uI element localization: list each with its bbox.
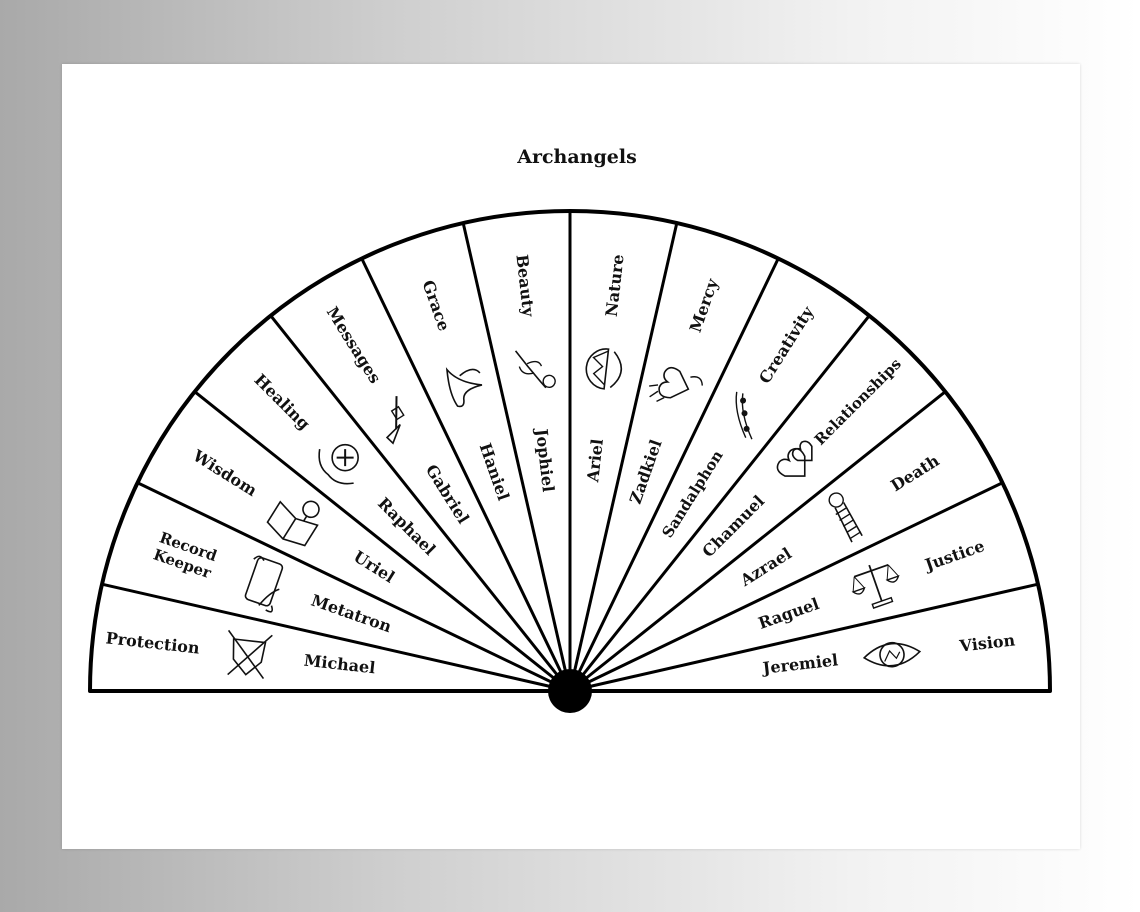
archangels-pendulum-chart: Archangels ProtectionMichaelRecordKeeper… bbox=[88, 146, 1052, 713]
segment-divider bbox=[568, 314, 871, 692]
segment-divider bbox=[568, 222, 679, 692]
dove-icon bbox=[445, 367, 483, 408]
segment-divider bbox=[568, 257, 780, 692]
pendulum-center-dot bbox=[548, 669, 592, 713]
segment-divider bbox=[269, 314, 572, 692]
scroll-quill-icon bbox=[244, 555, 284, 613]
book-lightbulb-icon bbox=[266, 500, 320, 547]
two-hearts-icon bbox=[776, 440, 813, 477]
landscape-icon bbox=[585, 348, 623, 390]
ladder-icon bbox=[828, 492, 863, 543]
segment-divider bbox=[193, 390, 571, 693]
segment-divider bbox=[136, 481, 571, 693]
segment-divider bbox=[569, 481, 1004, 693]
eye-icon bbox=[862, 641, 922, 668]
angel-label-ariel: Ariel bbox=[583, 438, 607, 484]
segment-divider bbox=[569, 582, 1039, 693]
segment-divider bbox=[461, 222, 572, 692]
chart-title: Archangels bbox=[516, 146, 637, 168]
scales-icon bbox=[851, 563, 900, 609]
segment-divider bbox=[569, 390, 947, 693]
trumpet-icon bbox=[385, 396, 405, 445]
healing-hands-icon bbox=[318, 443, 359, 485]
segment-divider bbox=[101, 582, 571, 693]
segment-divider bbox=[360, 257, 572, 692]
shield-swords-icon bbox=[227, 629, 273, 680]
heart-hands-icon bbox=[649, 366, 703, 402]
music-notes-icon bbox=[735, 391, 753, 440]
flower-branch-icon bbox=[514, 350, 556, 389]
